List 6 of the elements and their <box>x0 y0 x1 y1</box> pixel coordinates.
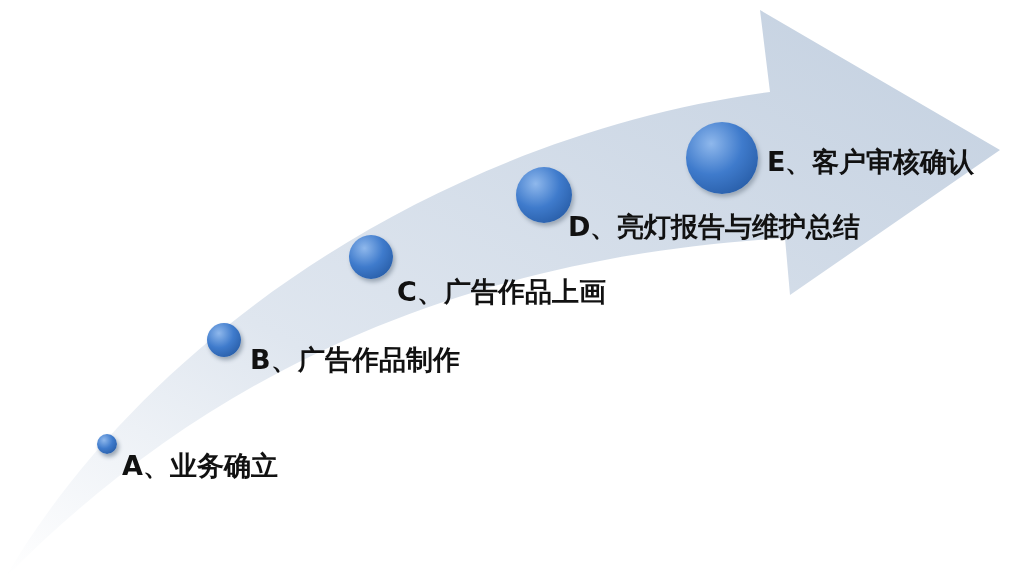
step-label: B、广告作品制作 <box>250 346 460 373</box>
step-label: E、客户审核确认 <box>767 148 975 175</box>
step-label: A、业务确立 <box>122 452 278 479</box>
circle-marker <box>97 434 117 454</box>
step-label: C、广告作品上画 <box>397 278 606 305</box>
step-label: D、亮灯报告与维护总结 <box>568 213 861 240</box>
